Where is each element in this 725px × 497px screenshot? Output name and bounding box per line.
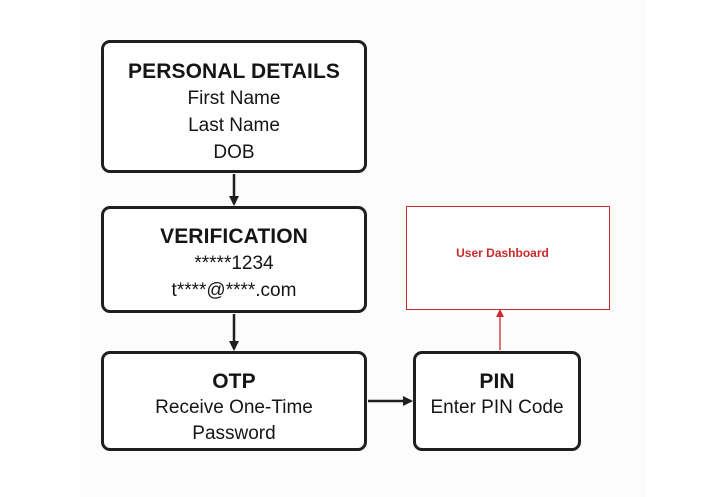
user-dashboard-label: User Dashboard <box>456 246 549 260</box>
otp-box: OTP Receive One-Time Password <box>101 351 367 451</box>
masked-email: t****@****.com <box>171 280 297 301</box>
personal-details-title: PERSONAL DETAILS <box>127 60 340 83</box>
verification-box: VERIFICATION *****1234 t****@****.com <box>101 206 367 313</box>
otp-description-line-1: Receive One-Time <box>155 397 313 418</box>
user-dashboard-box: User Dashboard <box>406 206 610 310</box>
last-name-label: Last Name <box>188 115 280 136</box>
pin-title: PIN <box>479 370 515 393</box>
dob-label: DOB <box>213 142 255 163</box>
pin-box: PIN Enter PIN Code <box>413 351 581 451</box>
first-name-label: First Name <box>187 88 281 109</box>
pin-description: Enter PIN Code <box>430 397 564 418</box>
otp-description-line-2: Password <box>192 423 276 444</box>
verification-title: VERIFICATION <box>160 225 308 248</box>
otp-title: OTP <box>212 370 256 393</box>
personal-details-box: PERSONAL DETAILS First Name Last Name DO… <box>101 40 367 173</box>
masked-phone: *****1234 <box>194 253 274 274</box>
